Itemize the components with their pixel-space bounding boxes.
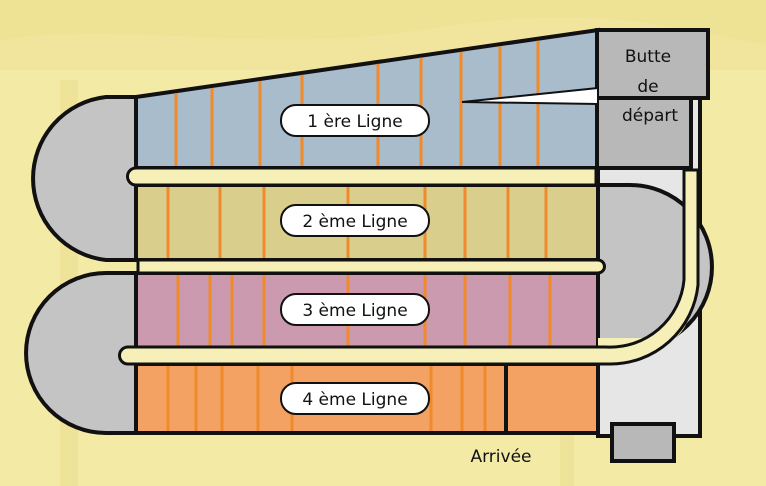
start-label-line3: départ	[622, 106, 678, 126]
turn-left-top	[31, 95, 138, 262]
line-1-pill: 1 ère Ligne	[280, 104, 430, 137]
connector-1-2	[126, 166, 598, 187]
line-4-label: 4 ème Ligne	[302, 390, 407, 410]
corridor-connector	[118, 168, 700, 366]
connector-2-3	[136, 258, 606, 275]
line-1-label: 1 ère Ligne	[307, 112, 402, 132]
finish-box	[610, 422, 676, 463]
turn-left-bottom	[24, 271, 138, 435]
start-label-line2: de	[637, 77, 658, 97]
line-3-label: 3 ème Ligne	[302, 301, 407, 321]
start-ramp	[461, 86, 599, 106]
start-label-line1: Butte	[625, 47, 671, 67]
line-2-label: 2 ème Ligne	[302, 212, 407, 232]
line-2-pill: 2 ème Ligne	[280, 204, 430, 237]
line-4-pill: 4 ème Ligne	[280, 382, 430, 415]
finish-label: Arrivée	[470, 447, 531, 467]
line-3-pill: 3 ème Ligne	[280, 293, 430, 326]
start-box-lower	[595, 96, 693, 170]
